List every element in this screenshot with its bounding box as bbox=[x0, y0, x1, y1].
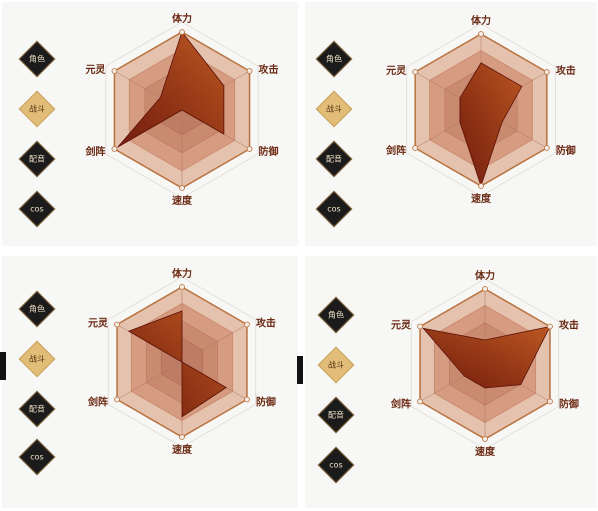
radar-vertex-dot bbox=[244, 321, 250, 328]
radar-vertex-dot bbox=[478, 31, 484, 37]
radar-vertex-dot bbox=[179, 434, 185, 440]
radar-vertex-dot bbox=[478, 183, 484, 189]
radar-deco-ring bbox=[105, 21, 259, 199]
radar-axis-label: 体力 bbox=[471, 14, 491, 27]
radar-axis-label: 速度 bbox=[475, 445, 496, 458]
radar-spoke bbox=[116, 361, 183, 400]
radar-axis-label: 防御 bbox=[559, 398, 579, 411]
radar-vertex-dot bbox=[114, 321, 120, 328]
stats-panel-1: 角色 战斗 配音 cos 体力攻击防御速度剑阵元灵 bbox=[2, 2, 298, 246]
radar-vertex-dot bbox=[114, 396, 120, 403]
stats-panel-3: 角色 战斗 配音 cos 体力攻击防御速度剑阵元灵 bbox=[2, 256, 298, 508]
edge-marker-left bbox=[0, 352, 6, 380]
radar-axis-label: 速度 bbox=[172, 443, 193, 456]
radar-vertex-dot bbox=[543, 145, 550, 151]
radar-axis-label: 元灵 bbox=[391, 320, 412, 332]
radar-axis-label: 攻击 bbox=[256, 317, 276, 330]
radar-axis-label: 元灵 bbox=[88, 318, 109, 330]
radar-vertex-dot bbox=[412, 145, 419, 151]
radar-axis-label: 元灵 bbox=[386, 65, 407, 77]
radar-axis-label: 攻击 bbox=[559, 319, 579, 332]
radar-axis-label: 剑阵 bbox=[390, 398, 411, 411]
radar-data-area bbox=[117, 31, 225, 148]
radar-axis-label: 体力 bbox=[172, 267, 192, 280]
radar-axis-label: 剑阵 bbox=[87, 396, 108, 409]
radar-vertex-dot bbox=[412, 69, 419, 75]
radar-vertex-dot bbox=[547, 323, 553, 330]
radar-vertex-dot bbox=[179, 185, 185, 191]
radar-vertex-dot bbox=[543, 69, 550, 75]
radar-axis-label: 攻击 bbox=[556, 64, 576, 77]
radar-data-area bbox=[127, 310, 227, 418]
radar-axis-label: 体力 bbox=[475, 269, 495, 282]
radar-axis-label: 防御 bbox=[556, 144, 576, 157]
radar-vertex-dot bbox=[482, 436, 488, 442]
radar-vertex-dot bbox=[547, 398, 553, 405]
radar-axis-label: 剑阵 bbox=[84, 145, 105, 158]
radar-vertex-dot bbox=[246, 68, 253, 74]
radar-axis-label: 剑阵 bbox=[385, 144, 406, 157]
radar-axis-label: 防御 bbox=[256, 396, 276, 409]
radar-axis-label: 速度 bbox=[471, 192, 492, 205]
radar-axis-label: 体力 bbox=[172, 12, 192, 25]
radar-axis-label: 攻击 bbox=[259, 63, 279, 76]
radar-deco-ring bbox=[107, 276, 257, 448]
radar-deco-ring bbox=[410, 278, 560, 450]
radar-spoke bbox=[181, 324, 248, 363]
radar-vertex-dot bbox=[246, 146, 253, 152]
radar-vertex-dot bbox=[179, 29, 185, 35]
radar-vertex-dot bbox=[111, 68, 118, 74]
radar-vertex-dot bbox=[417, 398, 423, 405]
edge-marker-middle bbox=[297, 356, 303, 384]
radar-axis-label: 元灵 bbox=[85, 64, 106, 76]
radar-vertex-dot bbox=[179, 284, 185, 290]
stats-panel-4: 角色 战斗 配音 cos 体力攻击防御速度剑阵元灵 bbox=[305, 256, 597, 508]
stats-panel-2: 角色 战斗 配音 cos 体力攻击防御速度剑阵元灵 bbox=[305, 2, 597, 246]
radar-vertex-dot bbox=[111, 146, 118, 152]
radar-vertex-dot bbox=[417, 323, 423, 330]
radar-vertex-dot bbox=[244, 396, 250, 403]
radar-axis-label: 速度 bbox=[172, 194, 193, 207]
radar-axis-label: 防御 bbox=[259, 145, 279, 158]
radar-vertex-dot bbox=[482, 286, 488, 292]
radar-deco-ring bbox=[406, 23, 556, 197]
